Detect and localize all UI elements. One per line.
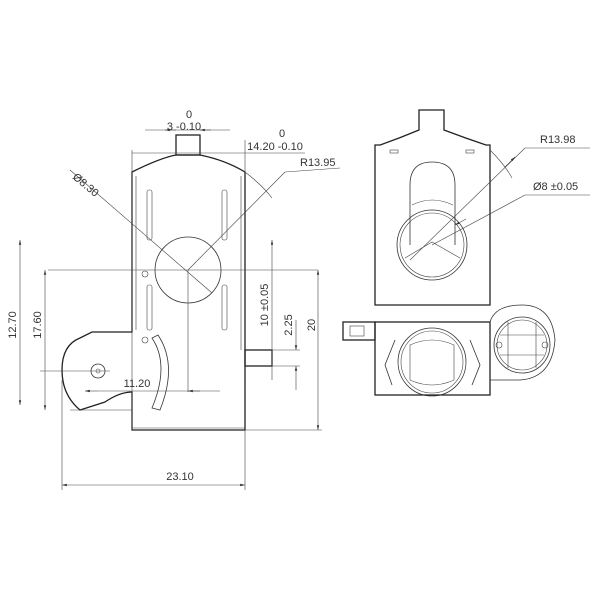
dim-diameter-right: Ø8 ±0.05 xyxy=(533,181,578,193)
dim-height-a: 12.70 xyxy=(7,311,19,339)
dim-body-width: 14.20 -0.10 xyxy=(247,141,303,153)
dim-height-d: 20 xyxy=(306,319,318,331)
left-view-outline xyxy=(61,134,273,431)
dim-tab-height: 2.25 xyxy=(283,314,295,335)
dim-height-c: 10 ±0.05 xyxy=(259,284,271,327)
left-view-dimension-lines xyxy=(18,128,341,490)
dim-tab-width-upper: 0 xyxy=(186,109,192,121)
dim-offset-x: 11.20 xyxy=(124,378,151,390)
dim-height-b: 17.60 xyxy=(32,311,44,339)
right-view-outline xyxy=(342,109,556,397)
dim-body-width-upper: 0 xyxy=(279,128,285,140)
dim-radius-left: R13.95 xyxy=(300,157,335,169)
dim-tab-width: 3 -0.10 xyxy=(167,121,201,133)
dim-total-width: 23.10 xyxy=(166,471,194,483)
right-view-dimension-lines xyxy=(409,147,590,261)
dim-radius-right: R13.98 xyxy=(540,134,575,146)
dim-diameter-left: Ø8.30 xyxy=(70,171,101,199)
